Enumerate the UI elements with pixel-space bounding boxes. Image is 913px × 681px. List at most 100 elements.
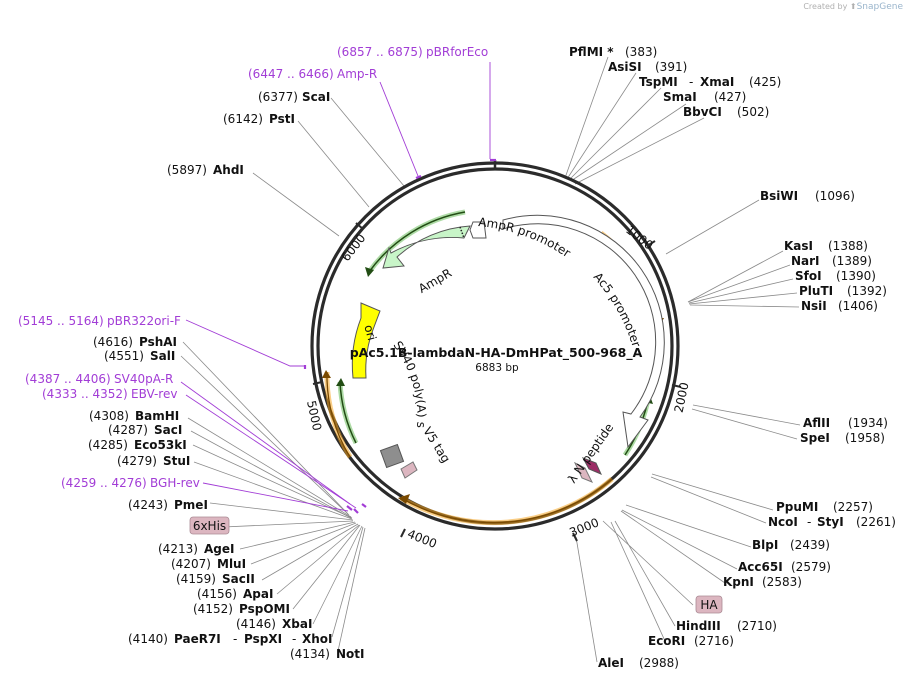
- lambda-n-peptide-marker: [581, 457, 602, 475]
- site-xbai-pos: (4146): [236, 617, 276, 631]
- primer-bgh-name: BGH-rev: [150, 476, 200, 490]
- site-pshai-name: PshAI: [139, 335, 177, 349]
- site-pspomi-pos: (4152): [193, 602, 233, 616]
- primer-ampr-range: (6447 .. 6466): [248, 67, 334, 81]
- site-agei-name: AgeI: [204, 542, 234, 556]
- site-tspmi-name: TspMI: [639, 75, 678, 89]
- ampr-arrow: [382, 225, 471, 269]
- primer-ebv-name: EBV-rev: [131, 387, 177, 401]
- site-bamhi-name: BamHI: [135, 409, 179, 423]
- site-xhoi-name: XhoI: [302, 632, 333, 646]
- site-xmai-pos: (425): [749, 75, 781, 89]
- tick-label-6000: 6000: [339, 231, 369, 264]
- site-acc65i-name: Acc65I: [738, 560, 783, 574]
- site-blpi-name: BlpI: [752, 538, 778, 552]
- tick-label-4000: 4000: [405, 527, 439, 551]
- site-xbai-name: XbaI: [282, 617, 312, 631]
- site-psti-pos: (6142): [223, 112, 263, 126]
- site-aflii-pos: (1934): [848, 416, 888, 430]
- site-mlui-name: MluI: [217, 557, 246, 571]
- site-scai-name: ScaI: [302, 90, 330, 104]
- site-ahdi-name: AhdI: [213, 163, 244, 177]
- site-bamhi-pos: (4308): [89, 409, 129, 423]
- plasmid-size: 6883 bp: [475, 362, 519, 374]
- site-ahdi-pos: (5897): [167, 163, 207, 177]
- site-spei-pos: (1958): [845, 431, 885, 445]
- site-hindiii-pos: (2710): [737, 619, 777, 633]
- ampr-arrow-dotted-tip: [459, 226, 465, 239]
- site-blpi-pos: (2439): [790, 538, 830, 552]
- site-pluti-pos: (1392): [847, 284, 887, 298]
- site-asisi-name: AsiSI: [608, 60, 642, 74]
- site-noti-name: NotI: [336, 647, 365, 661]
- site-acc65i-pos: (2579): [791, 560, 831, 574]
- small-feature-pink-right: [573, 461, 594, 483]
- site-spei-name: SpeI: [800, 431, 830, 445]
- site-tspmi-sep: -: [689, 75, 693, 89]
- site-eco53ki-name: Eco53kI: [134, 438, 187, 452]
- primer-markers: [303, 158, 496, 514]
- site-smai-pos: (427): [714, 90, 746, 104]
- tick-label-5000: 5000: [304, 399, 324, 432]
- site-saci-pos: (4287): [108, 423, 148, 437]
- site-bsiwi-name: BsiWI: [760, 189, 798, 203]
- site-stui-name: StuI: [163, 454, 190, 468]
- site-paer7i-sep2: -: [292, 632, 296, 646]
- primer-pbr322ori-name: pBR322ori-F: [107, 314, 181, 328]
- site-paer7i-pos: (4140): [128, 632, 168, 646]
- ac5-promoter-arrow: [502, 214, 665, 449]
- site-smai-name: SmaI: [663, 90, 697, 104]
- site-hindiii-name: HindIII: [676, 619, 721, 633]
- box-6xhis: 6xHis: [189, 516, 230, 535]
- site-sali-name: SalI: [150, 349, 175, 363]
- primer-pbrforeco-range: (6857 .. 6875): [337, 45, 423, 59]
- site-kpni-pos: (2583): [762, 575, 802, 589]
- site-asisi-pos: (391): [655, 60, 687, 74]
- site-bsiwi-pos: (1096): [815, 189, 855, 203]
- primer-ampr-name: Amp-R: [337, 67, 377, 81]
- site-sali-pos: (4551): [104, 349, 144, 363]
- small-feature-pink-left: [400, 461, 418, 479]
- site-ncoi-sep: -: [807, 515, 811, 529]
- snapgene-logo-icon: ⬆: [849, 2, 857, 11]
- primer-pbrforeco-name: pBRforEco: [426, 45, 488, 59]
- site-xmai-name: XmaI: [700, 75, 734, 89]
- feature-label-v5-tag: V5 tag: [420, 425, 453, 466]
- site-pflmi-pos: (383): [625, 45, 657, 59]
- site-paer7i-name: PaeR7I: [174, 632, 221, 646]
- feature-label-ori: ori: [361, 323, 379, 342]
- site-ppumi-pos: (2257): [833, 500, 873, 514]
- right-site-labels: PflMI * (383) AsiSI (391) TspMI - XmaI (…: [569, 45, 896, 670]
- site-ecori-pos: (2716): [694, 634, 734, 648]
- site-aflii-name: AflII: [803, 416, 830, 430]
- site-apai-name: ApaI: [243, 587, 273, 601]
- tick-label-2000: 2000: [672, 381, 692, 414]
- box-ha: HA: [695, 595, 723, 614]
- primer-pbr322ori-range: (5145 .. 5164): [18, 314, 104, 328]
- site-pspomi-name: PspOMI: [239, 602, 290, 616]
- plasmid-name: pAc5.1B-lambdaN-HA-DmHPat_500-968_A: [350, 345, 643, 361]
- box-6xhis-label: 6xHis: [193, 519, 226, 533]
- site-bbvci-name: BbvCI: [683, 105, 722, 119]
- primer-bgh-range: (4259 .. 4276): [61, 476, 147, 490]
- feature-label-ac5-promoter: Ac5 promoter: [591, 270, 644, 349]
- tick-label-3000: 3000: [567, 515, 601, 539]
- site-mlui-pos: (4207): [171, 557, 211, 571]
- site-eco53ki-pos: (4285): [88, 438, 128, 452]
- site-sfoi-name: SfoI: [795, 269, 822, 283]
- box-ha-label: HA: [700, 598, 718, 612]
- left-site-labels: (6377) ScaI (6142) PstI (5897) AhdI (461…: [88, 90, 365, 661]
- snapgene-brand-name: SnapGene: [856, 2, 903, 12]
- site-pmei-pos: (4243): [128, 498, 168, 512]
- site-stui-pos: (4279): [117, 454, 157, 468]
- site-bbvci-pos: (502): [737, 105, 769, 119]
- site-pshai-pos: (4616): [93, 335, 133, 349]
- site-alei-pos: (2988): [639, 656, 679, 670]
- site-nari-pos: (1389): [832, 254, 872, 268]
- site-nsii-pos: (1406): [838, 299, 878, 313]
- green-features: [336, 209, 653, 457]
- site-nari-name: NarI: [791, 254, 820, 268]
- site-scai-pos: (6377): [258, 90, 298, 104]
- site-sacii-name: SacII: [222, 572, 255, 586]
